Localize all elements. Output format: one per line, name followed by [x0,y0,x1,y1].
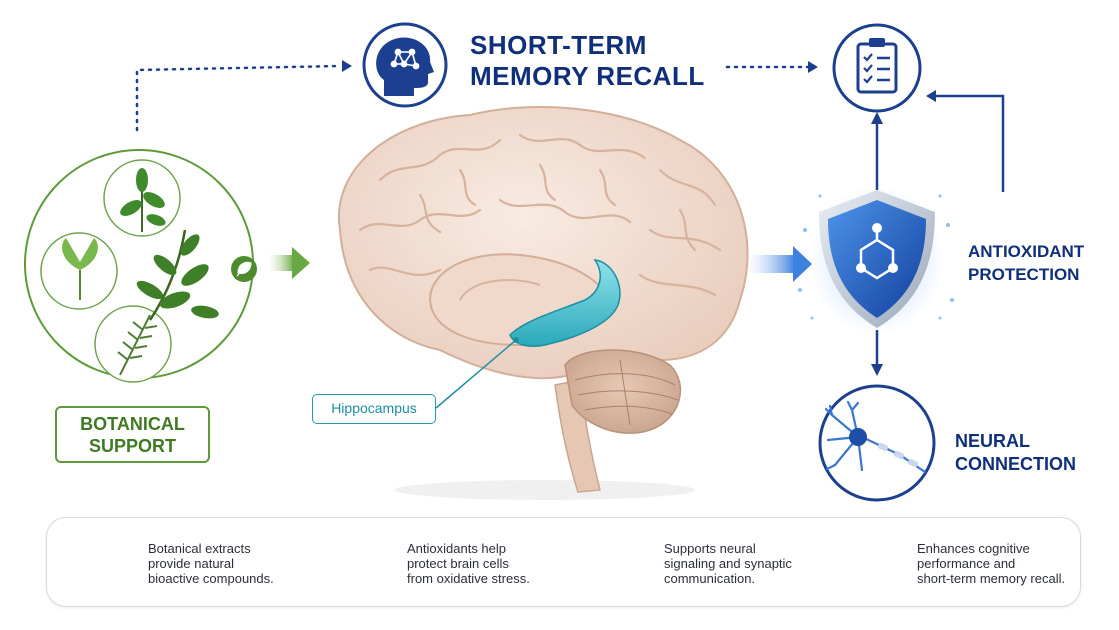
step-2-line: protect brain cells [407,556,509,571]
connector-right-loop [932,94,1005,192]
arrowhead [871,112,883,124]
step-4-description: Enhances cognitive performance and short… [917,541,1087,586]
step-4-line: performance and [917,556,1016,571]
neural-label: NEURAL CONNECTION [955,430,1095,476]
brain-head-icon [362,22,448,108]
antioxidant-label: ANTIOXIDANT PROTECTION [968,240,1108,286]
antioxidant-line-2: PROTECTION [968,265,1080,284]
flow-arrow-blue [745,246,812,282]
checklist-icon [832,23,922,113]
step-1-line: provide natural [148,556,234,571]
arrowhead [342,60,352,72]
step-3-description: Supports neural signaling and synaptic c… [664,541,804,586]
step-3-line: communication. [664,571,756,586]
brain-illustration [337,106,749,500]
step-2-line: from oxidative stress. [407,571,530,586]
botanical-label: BOTANICAL SUPPORT [55,406,210,463]
arrowhead [926,90,936,102]
botanical-line-2: SUPPORT [88,436,176,456]
step-1-line: Botanical extracts [148,541,251,556]
step-4-line: Enhances cognitive [917,541,1030,556]
neuron-icon [818,384,936,502]
summary-strip [46,517,1081,607]
step-3-line: signaling and synaptic [664,556,792,571]
antioxidant-line-1: ANTIOXIDANT [968,242,1085,261]
arrowhead [871,364,883,376]
step-4-line: short-term memory recall. [917,571,1066,586]
arrowhead [808,61,818,73]
neural-line-2: CONNECTION [955,454,1076,474]
title-line-1: SHORT-TERM [470,30,647,60]
step-3-line: Supports neural [664,541,756,556]
shield-icon [798,185,954,335]
hippocampus-label: Hippocampus [312,394,436,424]
step-1-description: Botanical extracts provide natural bioac… [148,541,298,586]
botanical-circle [24,149,257,383]
flow-arrow-green [268,247,310,279]
title-line-2: MEMORY RECALL [470,61,705,91]
step-1-line: bioactive compounds. [148,571,274,586]
step-2-line: Antioxidants help [407,541,507,556]
step-2-description: Antioxidants help protect brain cells fr… [407,541,547,586]
dotted-connector-left [135,64,342,132]
botanical-line-1: BOTANICAL [80,414,185,434]
page-title: SHORT-TERM MEMORY RECALL [470,30,730,92]
neural-line-1: NEURAL [955,431,1030,451]
